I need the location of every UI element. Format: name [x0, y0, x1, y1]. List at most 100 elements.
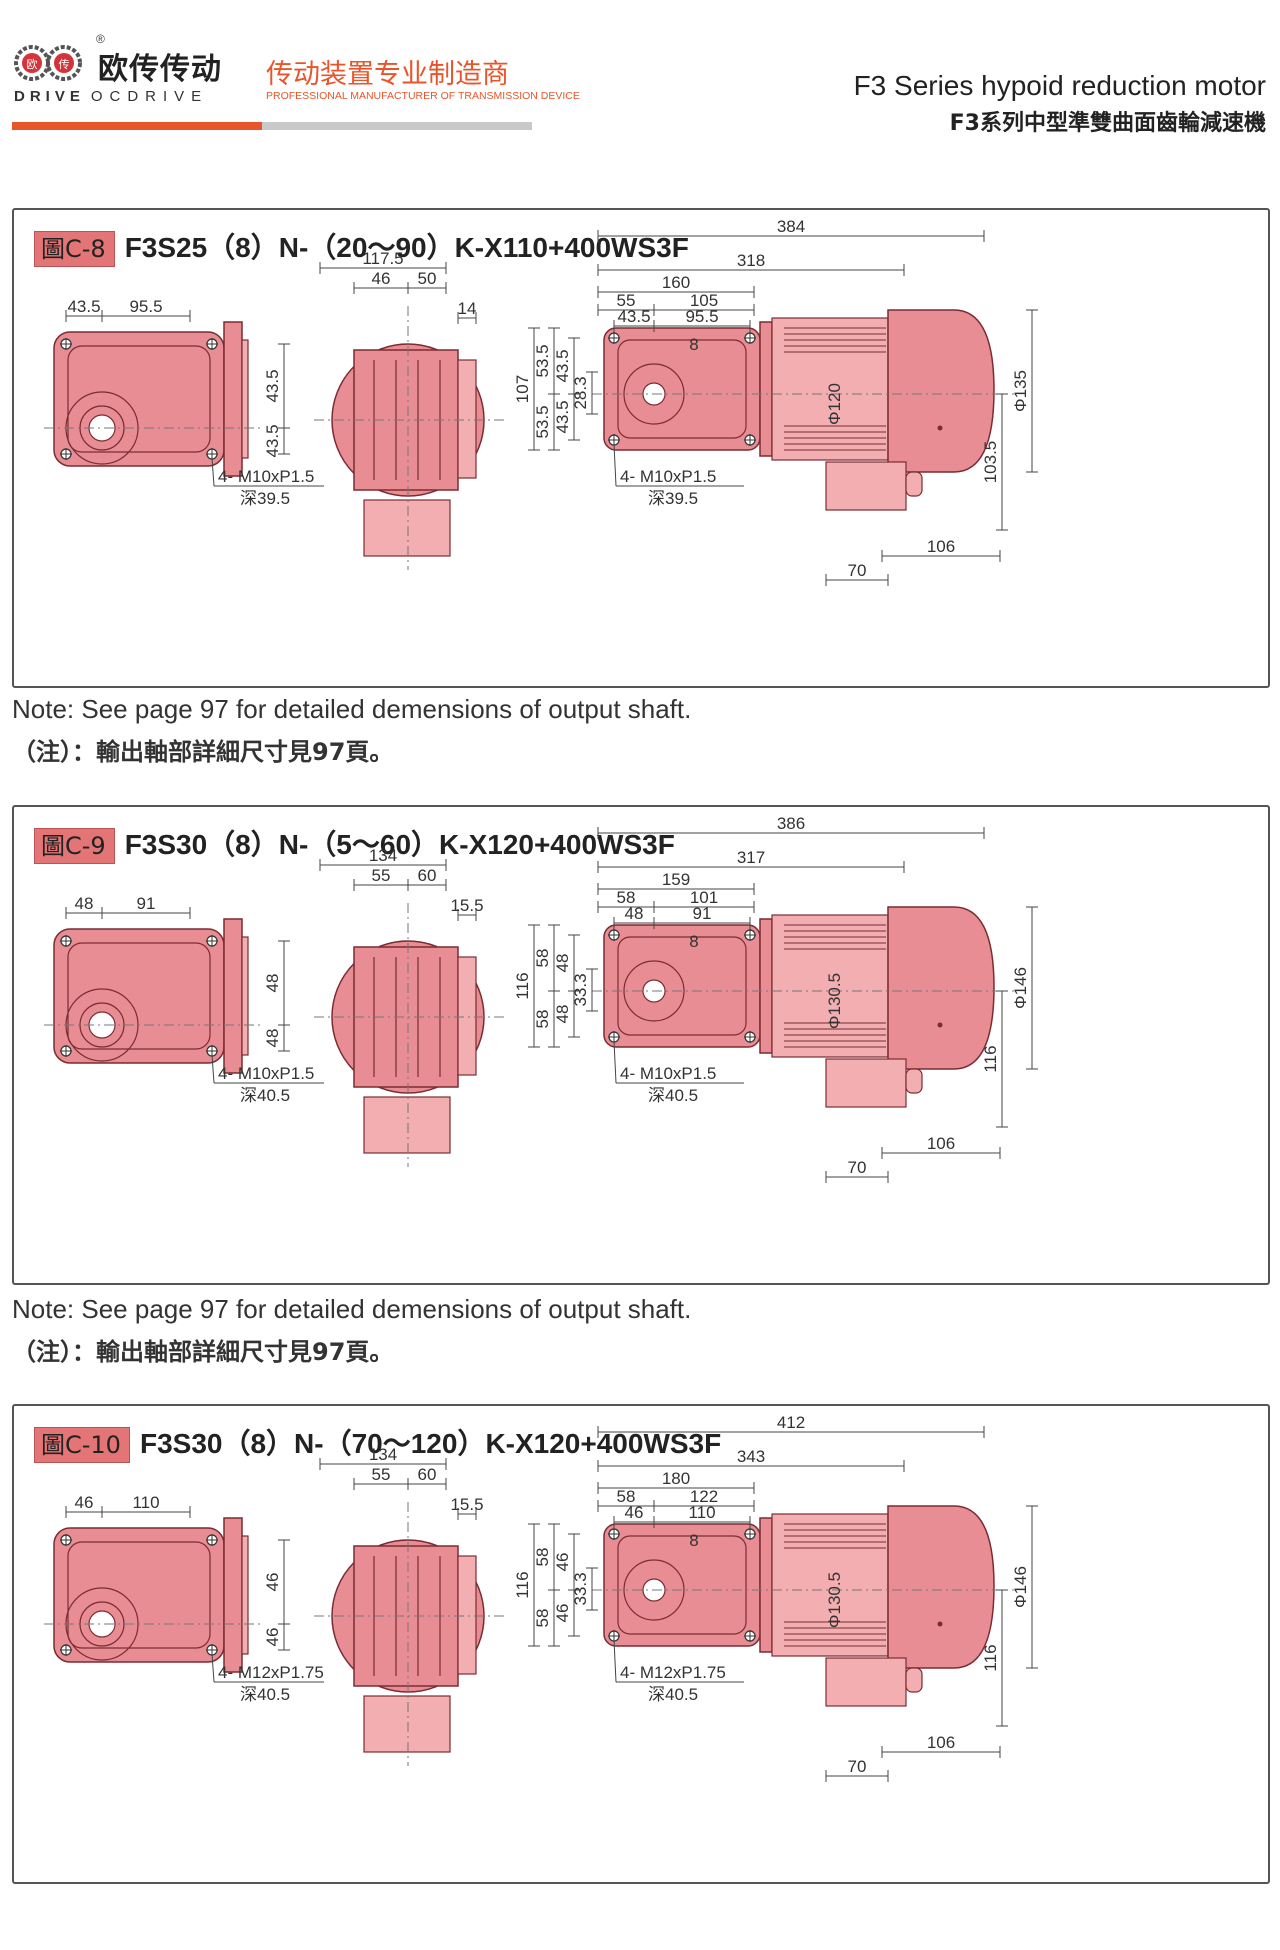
registered-mark: ® [96, 32, 105, 46]
dim-right-key: 8 [689, 1531, 698, 1550]
dim-right-l3: 160 [662, 273, 690, 292]
dim-mid-c: 15.5 [450, 896, 483, 915]
dim-right-l6: 43.5 [617, 307, 650, 326]
thread-depth: 深40.5 [240, 1086, 290, 1105]
side-view [314, 1502, 504, 1766]
dim-right-h-base: 116 [981, 1045, 1000, 1072]
dim-mid-a: 55 [372, 866, 391, 885]
note-en: Note: See page 97 for detailed demension… [12, 694, 692, 724]
thread-spec: 4- M10xP1.5 [620, 467, 716, 486]
dim-right-h2: 58 [533, 1609, 552, 1628]
figure-tag: 圖C-8 [34, 231, 115, 267]
dim-right-base1: 106 [927, 1134, 955, 1153]
front-view [44, 321, 264, 477]
dim-right-h5: 28.3 [571, 376, 590, 409]
dim-right-base2: 70 [848, 1158, 867, 1177]
dim-right-l3: 180 [662, 1469, 690, 1488]
brand-name-en: DRIVE OCDRIVE [14, 88, 208, 105]
dim-right-flange-dia: Φ146 [1011, 1566, 1030, 1608]
svg-text:传: 传 [59, 58, 70, 71]
dim-right-l1: 386 [777, 814, 805, 833]
dim-right-h5: 33.3 [571, 973, 590, 1006]
slogan-en: PROFESSIONAL MANUFACTURER OF TRANSMISSIO… [266, 90, 580, 102]
dim-right-l3: 159 [662, 870, 690, 889]
dim-right-l2: 317 [737, 848, 765, 867]
dim-right-h-total: 107 [513, 375, 532, 403]
dim-right-h2: 58 [533, 1010, 552, 1029]
note-en: Note: See page 97 for detailed demension… [12, 1294, 692, 1324]
top-view-assembly [592, 906, 1014, 1108]
dim-left-c: 46 [263, 1573, 282, 1592]
dim-left-b: 95.5 [129, 297, 162, 316]
dim-right-h1: 53.5 [533, 344, 552, 377]
thread-depth: 深40.5 [648, 1685, 698, 1704]
dim-left-d: 46 [263, 1628, 282, 1647]
thread-spec: 4- M12xP1.75 [218, 1663, 324, 1682]
dim-mid-a: 46 [372, 269, 391, 288]
drawing-title: 圖C-9 F3S30（8）N-（5～60）K-X120+400WS3F [34, 823, 675, 864]
thread-spec: 4- M10xP1.5 [218, 1064, 314, 1083]
dim-mid-c: 15.5 [450, 1495, 483, 1514]
dim-right-key: 8 [689, 932, 698, 951]
drawing-panel-c9: 圖C-9 F3S30（8）N-（5～60）K-X120+400WS3F 48 91 48… [12, 805, 1270, 1285]
slogan-cn: 传动装置专业制造商 [266, 59, 509, 90]
dim-right-l5: 122 [690, 1487, 718, 1506]
dim-right-l5: 105 [690, 291, 718, 310]
logo-icon: 欧 传 [14, 45, 82, 81]
dim-right-l4: 58 [617, 888, 636, 907]
top-view-assembly [592, 309, 1014, 511]
note-cn: （注）：輸出軸部詳細尺寸見97頁。 [12, 1338, 394, 1366]
brand-en-ocdrive: OCDRIVE [90, 88, 209, 105]
thread-spec: 4- M10xP1.5 [620, 1064, 716, 1083]
dim-right-l5: 101 [690, 888, 718, 907]
dim-mid-c: 14 [458, 299, 477, 318]
dim-right-h-base: 103.5 [981, 441, 1000, 484]
dim-right-h3: 43.5 [553, 349, 572, 382]
dim-right-base1: 106 [927, 537, 955, 556]
dim-left-d: 48 [263, 1029, 282, 1048]
dim-right-base2: 70 [848, 1757, 867, 1776]
figure-tag: 圖C-9 [34, 828, 115, 864]
dim-right-h3: 46 [553, 1553, 572, 1572]
dim-mid-total: 117.5 [362, 249, 403, 268]
dim-right-h3: 48 [553, 954, 572, 973]
dim-right-h2: 53.5 [533, 405, 552, 438]
dim-right-l4: 58 [617, 1487, 636, 1506]
dim-mid-b: 60 [418, 1465, 437, 1484]
dim-left-b: 110 [132, 1493, 159, 1512]
dim-right-h1: 58 [533, 1548, 552, 1567]
dim-right-l6: 48 [625, 904, 644, 923]
dim-right-h1: 58 [533, 949, 552, 968]
dim-right-h4: 48 [553, 1005, 572, 1024]
brand-en-drive: DRIVE [14, 88, 85, 105]
thread-depth: 深39.5 [240, 489, 290, 508]
model-code: F3S30（8）N-（5～60）K-X120+400WS3F [124, 829, 675, 860]
dim-right-h4: 43.5 [553, 400, 572, 433]
dim-mid-b: 60 [418, 866, 437, 885]
dim-right-h-total: 116 [513, 1571, 532, 1598]
series-title-en: F3 Series hypoid reduction motor [853, 70, 1266, 101]
dim-left-c: 43.5 [263, 369, 282, 402]
dim-right-l7: 110 [688, 1503, 715, 1522]
front-view [44, 1517, 264, 1673]
dim-left-b: 91 [137, 894, 156, 913]
dim-right-l2: 343 [737, 1447, 765, 1466]
dim-right-l1: 412 [777, 1413, 805, 1432]
svg-text:欧: 欧 [27, 58, 38, 71]
dim-right-l7: 95.5 [685, 307, 718, 326]
dim-right-h4: 46 [553, 1604, 572, 1623]
thread-depth: 深39.5 [648, 489, 698, 508]
dim-right-flange-dia: Φ146 [1011, 967, 1030, 1009]
note-cn: （注）：輸出軸部詳細尺寸見97頁。 [12, 738, 394, 766]
side-view [314, 903, 504, 1167]
dim-mid-a: 55 [372, 1465, 391, 1484]
dim-right-key: 8 [689, 335, 698, 354]
side-view [314, 306, 504, 570]
dim-right-h-base: 116 [981, 1644, 1000, 1671]
